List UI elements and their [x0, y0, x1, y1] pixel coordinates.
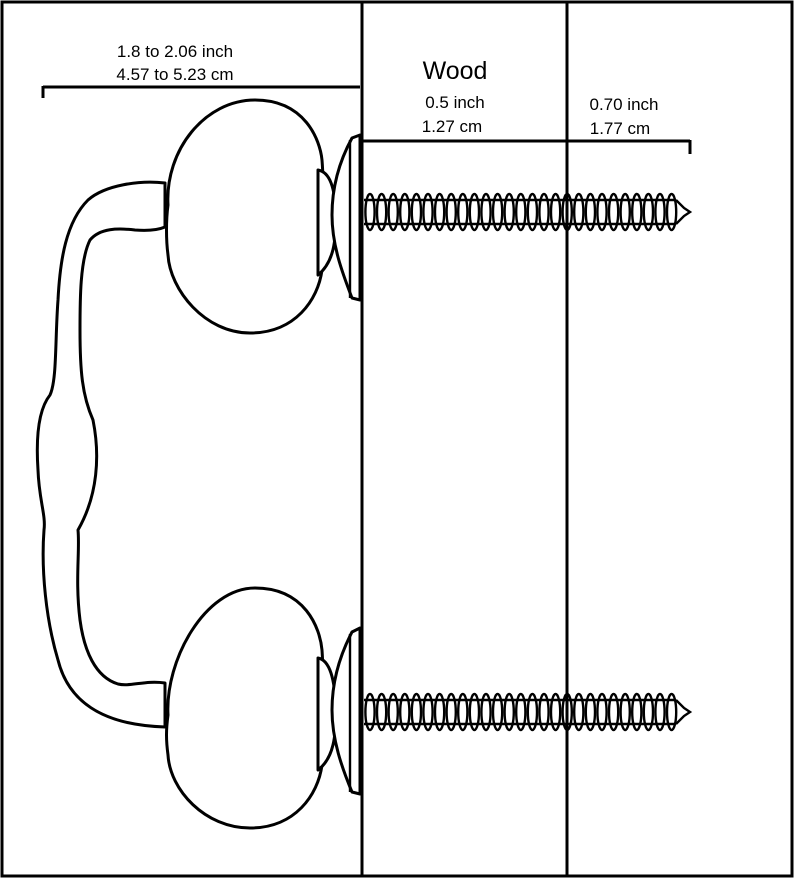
screw-icon	[364, 692, 693, 732]
wood-cm-label: 1.27 cm	[422, 117, 482, 136]
thread-turn	[375, 692, 388, 732]
screw-dimension-line	[362, 139, 692, 154]
knob-icon	[165, 586, 325, 830]
thread-turn	[515, 692, 527, 732]
thread-turn	[619, 692, 632, 732]
thread-turn	[433, 692, 446, 732]
thread-turn	[526, 692, 539, 732]
thread-turn	[468, 192, 481, 232]
overall-dimension-line	[41, 85, 360, 98]
thread-turn	[596, 192, 608, 232]
thread-turn	[387, 692, 400, 732]
thread-turn	[387, 192, 400, 232]
thread-turn	[584, 692, 597, 732]
thread-turn	[398, 192, 411, 232]
thread-turn	[573, 692, 585, 732]
thread-turn	[491, 192, 504, 232]
drawer-pull-handle-icon	[35, 180, 167, 729]
screw-icon	[364, 192, 693, 232]
thread-turn	[398, 692, 411, 732]
thread-turn	[445, 192, 458, 232]
thread-turn	[665, 692, 678, 732]
top-knob	[165, 98, 362, 335]
knob-rosette	[330, 626, 362, 796]
extra-inch-label: 0.70 inch	[590, 95, 659, 114]
thread-turn	[549, 692, 562, 732]
thread-turn	[480, 692, 492, 732]
thread-turn	[480, 192, 492, 232]
thread-turn	[607, 192, 620, 232]
thread-turn	[561, 192, 574, 232]
thread-turn	[642, 692, 655, 732]
thread-turn	[364, 692, 376, 732]
thread-turn	[445, 692, 458, 732]
thread-turn	[584, 192, 597, 232]
thread-turn	[468, 692, 481, 732]
thread-turn	[410, 692, 423, 732]
thread-turn	[375, 192, 388, 232]
thread-turn	[422, 692, 434, 732]
thread-turn	[456, 692, 469, 732]
thread-turn	[503, 692, 516, 732]
knob-rosette	[330, 133, 362, 302]
thread-turn	[526, 192, 539, 232]
thread-turn	[573, 192, 585, 232]
thread-turn	[596, 692, 608, 732]
thread-turn	[491, 692, 504, 732]
thread-turn	[364, 192, 376, 232]
thread-turn	[422, 192, 434, 232]
thread-turn	[642, 192, 655, 232]
bottom-knob	[165, 586, 362, 830]
thread-turn	[538, 192, 550, 232]
thread-turn	[538, 692, 550, 732]
thread-turn	[456, 192, 469, 232]
wood-title-label: Wood	[423, 57, 488, 85]
extra-cm-label: 1.77 cm	[590, 119, 650, 138]
wood-inch-label: 0.5 inch	[425, 93, 485, 112]
thread-turn	[561, 692, 574, 732]
overall-inch-label: 1.8 to 2.06 inch	[117, 42, 233, 61]
thread-turn	[631, 192, 643, 232]
thread-turn	[619, 192, 632, 232]
screw-tip	[675, 199, 693, 225]
screw-tip	[675, 699, 693, 725]
knob-icon	[165, 98, 325, 335]
thread-turn	[665, 192, 678, 232]
thread-turn	[631, 692, 643, 732]
thread-turn	[654, 692, 666, 732]
thread-turn	[607, 692, 620, 732]
thread-turn	[410, 192, 423, 232]
thread-turn	[503, 192, 516, 232]
overall-cm-label: 4.57 to 5.23 cm	[116, 65, 233, 84]
thread-turn	[433, 192, 446, 232]
thread-turn	[515, 192, 527, 232]
thread-turn	[549, 192, 562, 232]
thread-turn	[654, 192, 666, 232]
